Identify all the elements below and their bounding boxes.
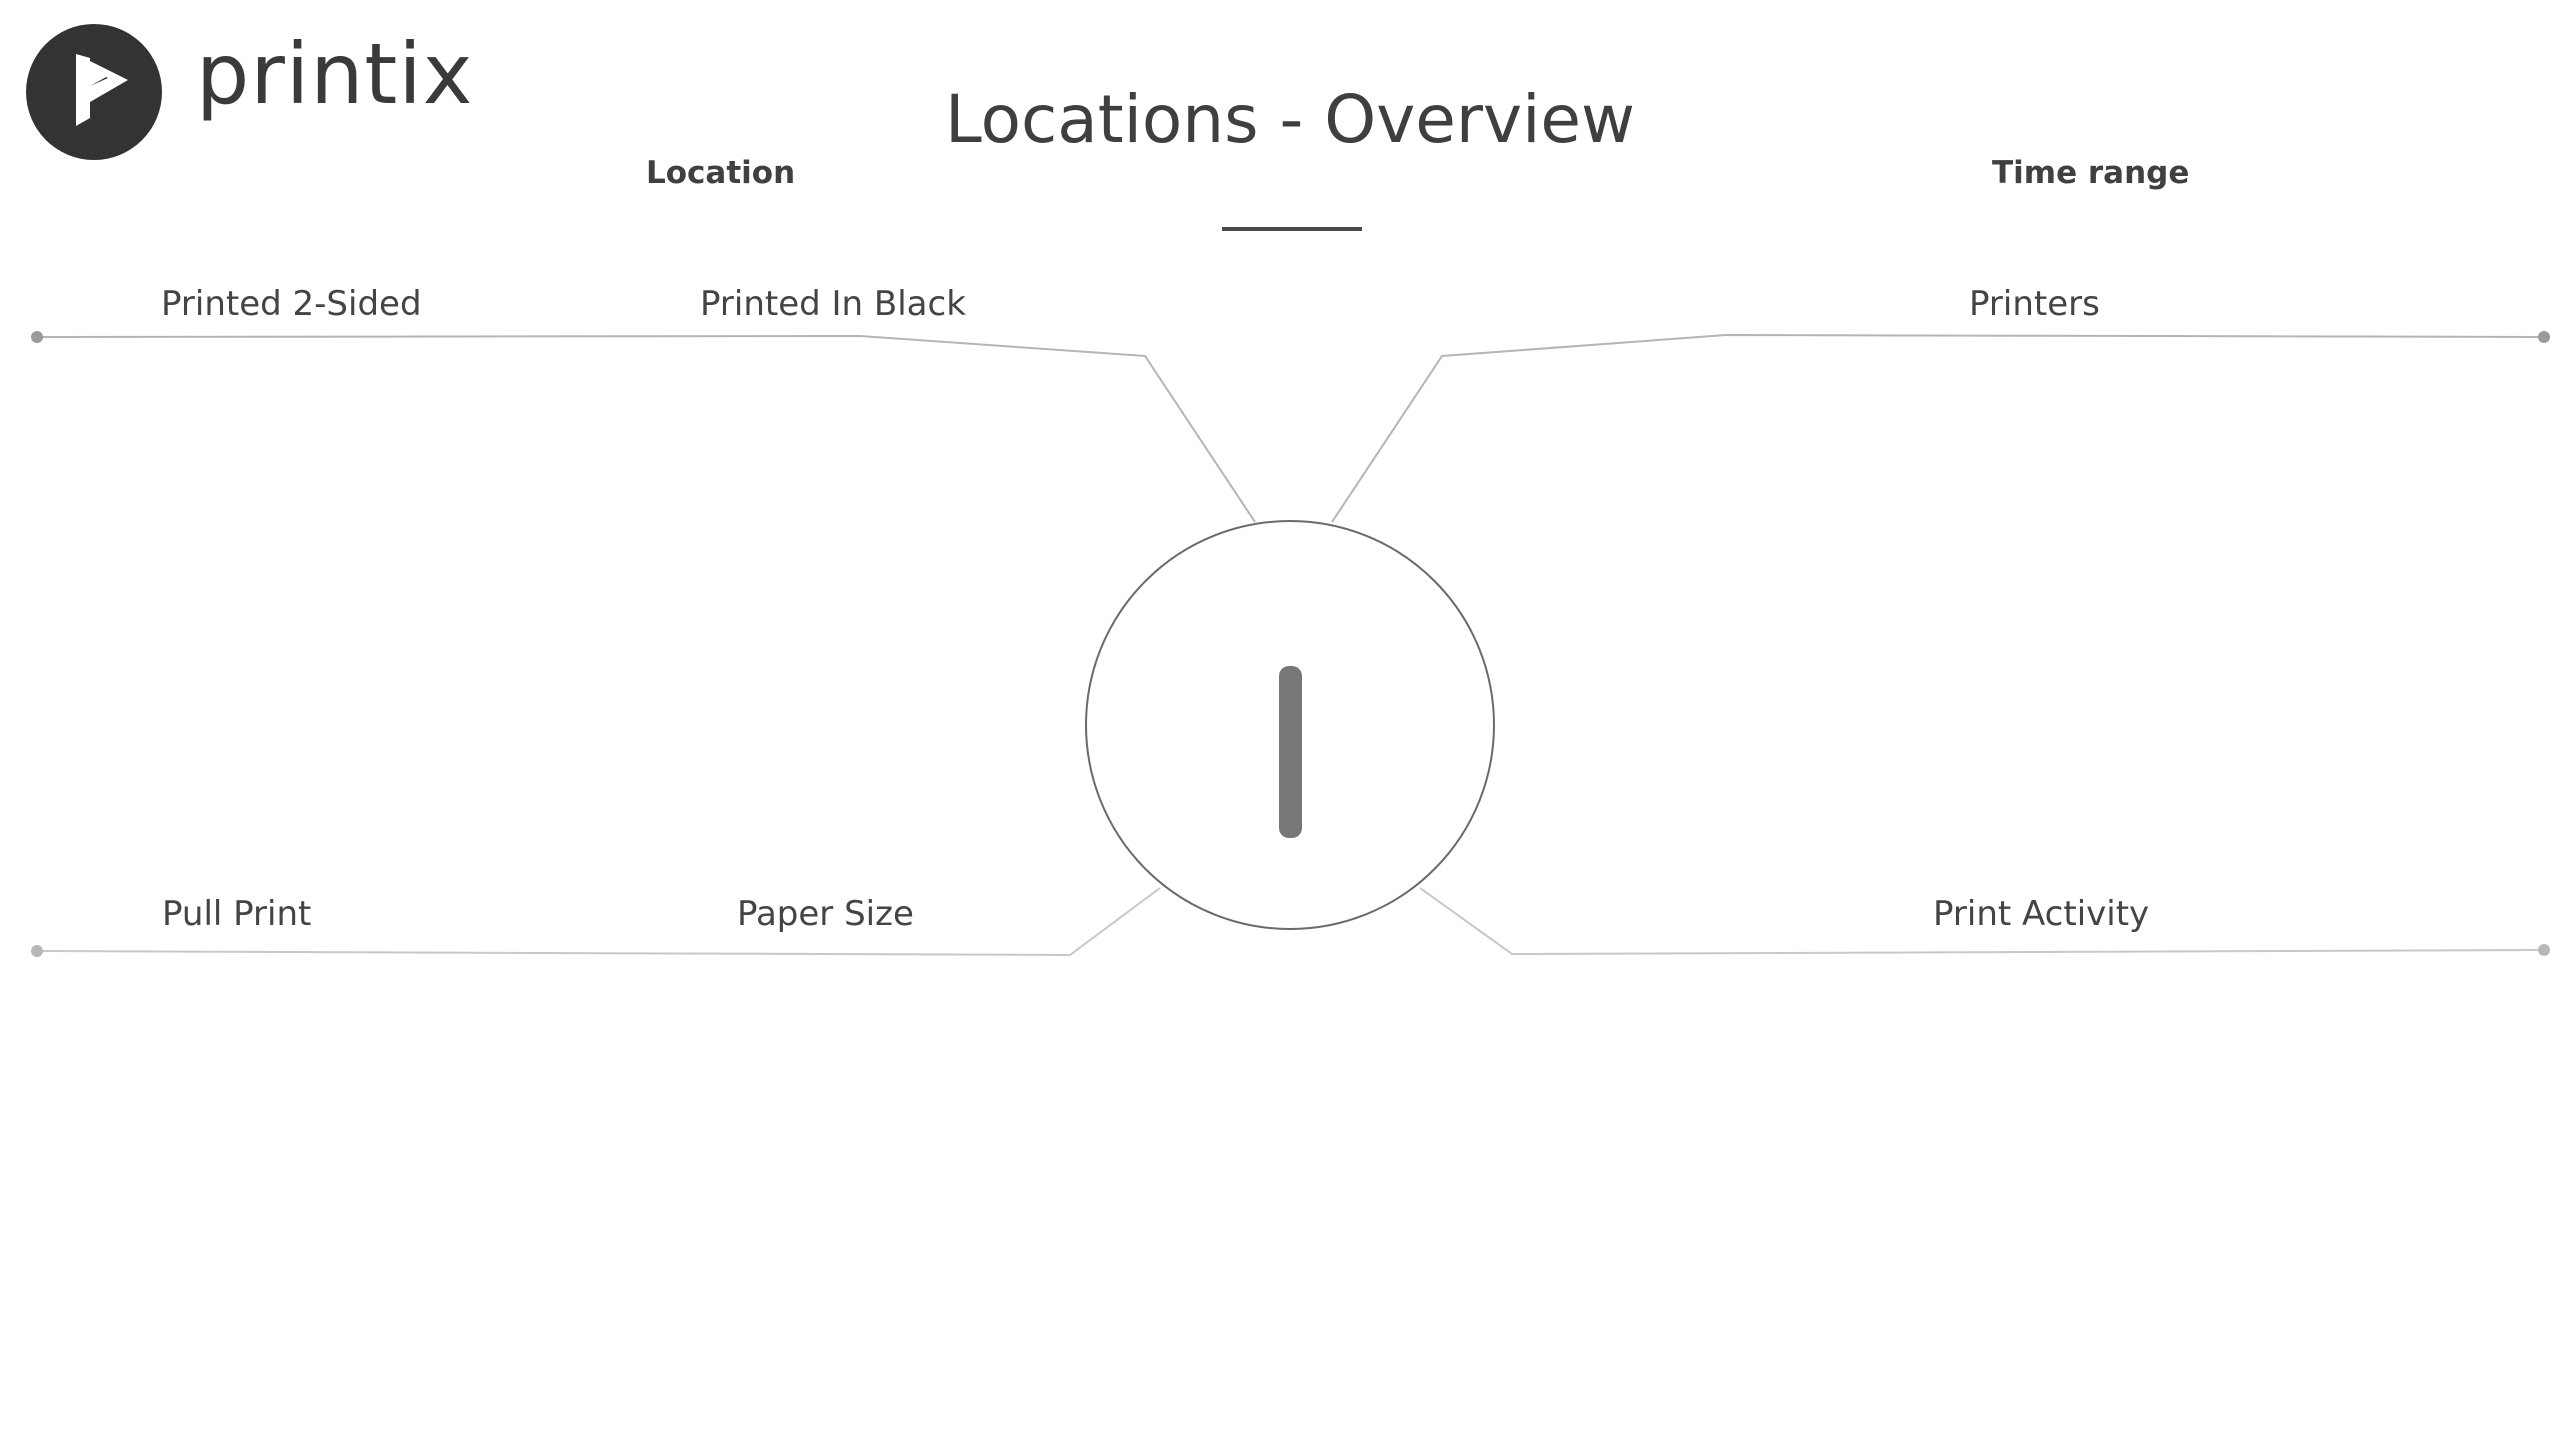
connector-top-left [37,334,1256,523]
page-title: Locations - Overview [944,81,1636,158]
connector-dot-bottom-right [2538,944,2550,956]
title-underline [1222,227,1362,231]
connector-bottom-right [1419,887,2545,956]
time-range-filter-label[interactable]: Time range [1992,155,2190,191]
nav-paper-size[interactable]: Paper Size [737,894,914,934]
nav-print-activity[interactable]: Print Activity [1933,894,2150,934]
connector-dot-top-left [31,331,43,343]
nav-printers[interactable]: Printers [1969,284,2100,324]
nav-printed-2-sided[interactable]: Printed 2-Sided [161,284,422,324]
connector-top-right [1331,333,2545,523]
nav-pull-print[interactable]: Pull Print [162,894,312,934]
connector-dot-top-right [2538,331,2550,343]
nav-printed-in-black[interactable]: Printed In Black [700,284,966,324]
vertical-bar-icon [1279,666,1302,838]
location-filter-label[interactable]: Location [646,155,796,191]
connector-dot-bottom-left [31,945,43,957]
printix-logo-icon [26,24,162,160]
brand-name: printix [196,25,474,123]
connector-bottom-left [37,887,1161,957]
